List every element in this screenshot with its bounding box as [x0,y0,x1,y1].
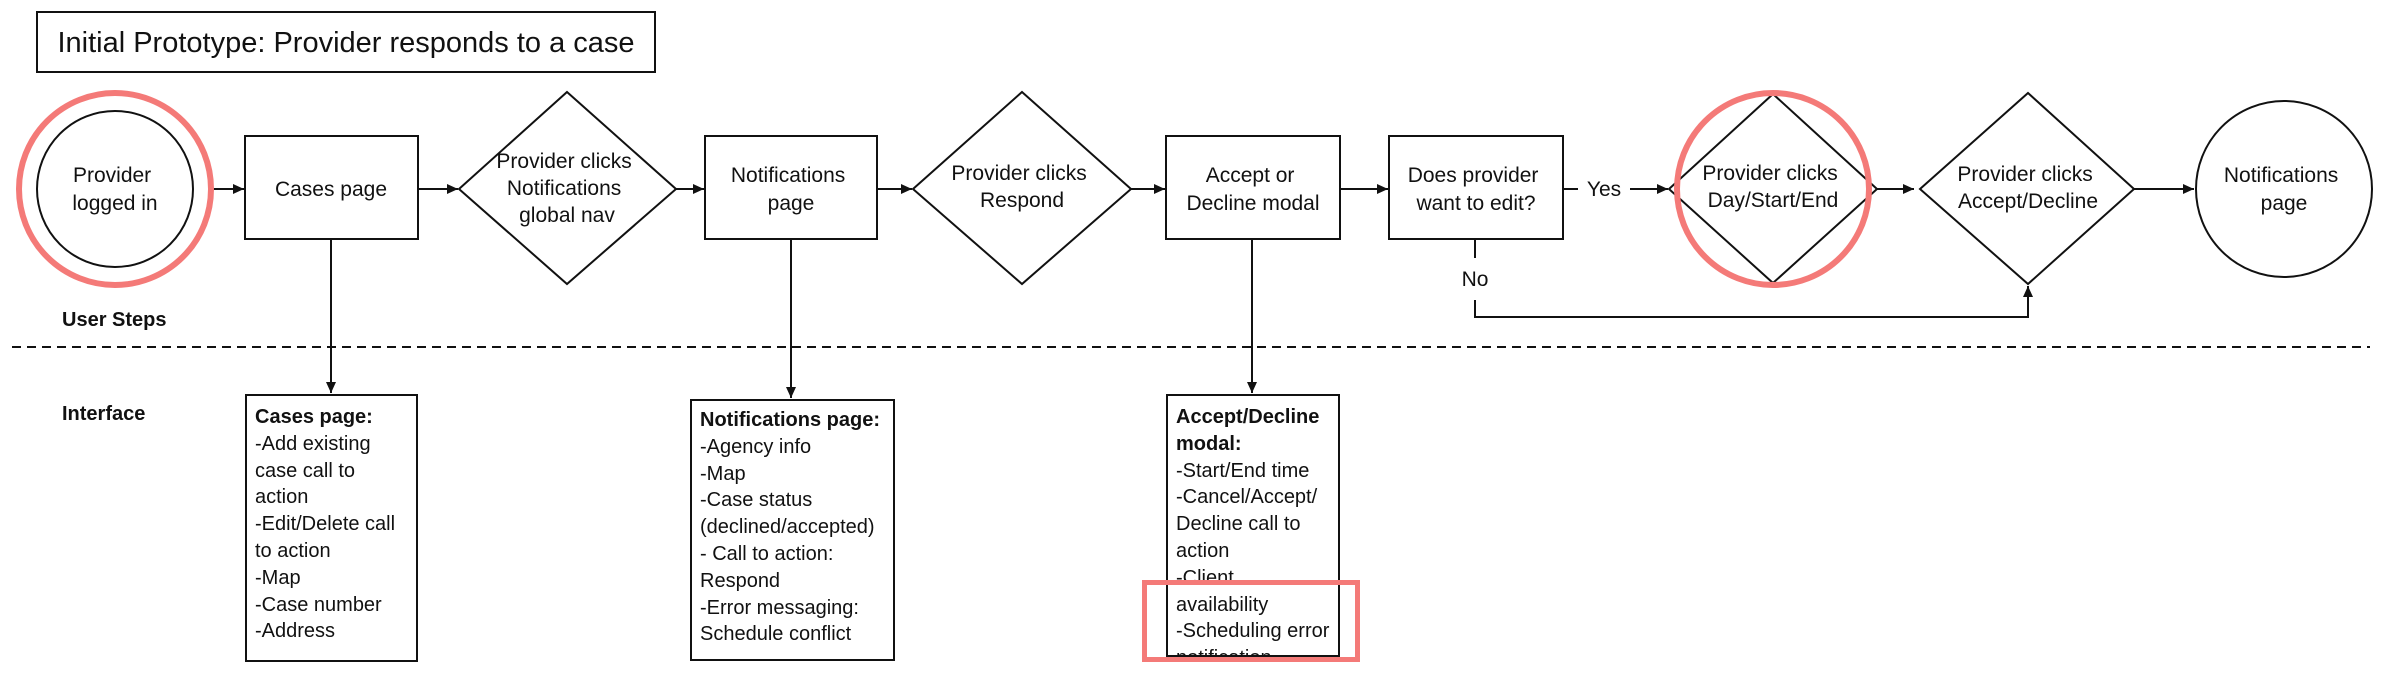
node-want-to-edit [1388,135,1564,240]
interface-cases-line: -Case number [255,593,382,616]
highlight-scheduling-error [1142,580,1360,662]
interface-notifications-line: -Case status [700,489,813,512]
node-notifications-page-label: Notifications page [731,164,851,215]
edge-label-yes: Yes [1587,178,1621,201]
edge-want-edit-no-b [1474,286,2033,318]
node-cases-page-label: Cases page [275,178,387,201]
lane-label-interface: Interface [62,403,145,425]
interface-box-cases: Cases page: -Add existing case call to a… [245,394,418,662]
highlight-ring-logged-in [16,90,214,288]
interface-notifications-line: Respond [700,569,781,592]
interface-accept-decline-line: -Scheduling error [1176,620,1330,643]
title-box [36,11,656,73]
node-clicks-respond-label: Provider clicks Respond [951,162,1092,212]
edge-label-no: No [1462,268,1489,291]
interface-cases-line: -Add existing [255,432,371,455]
interface-cases-line: case call to [255,459,356,482]
node-accept-decline-modal-label: Accept or Decline modal [1186,164,1319,215]
node-cases-page [244,135,419,240]
interface-accept-decline-line: -Cancel/Accept/ [1176,486,1318,509]
highlight-ring-day-start-end [1674,90,1872,288]
node-clicks-notifications-label: Provider clicks Notifications global nav [496,150,637,227]
node-notifications-page [704,135,878,240]
interface-notifications-line: -Map [700,462,746,485]
node-notifications-page-end-label: Notifications page [2224,164,2344,215]
diagram-title: Initial Prototype: Provider responds to … [57,27,634,59]
node-clicks-day-start-end-label: Provider clicks Day/Start/End [1702,162,1843,212]
interface-cases-heading: Cases page: [255,406,373,428]
node-clicks-respond [911,90,1133,286]
node-clicks-accept-decline-label: Provider clicks Accept/Decline [1957,163,2098,213]
interface-notifications-line: -Error messaging: [700,596,859,619]
interface-cases-line: to action [255,539,331,562]
interface-cases-line: -Address [255,620,336,643]
interface-notifications-line: (declined/accepted) [700,516,875,539]
node-provider-logged-in [36,110,194,268]
node-provider-logged-in-label: Provider logged in [72,164,157,215]
interface-notifications-line: -Agency info [700,435,812,458]
lane-label-user-steps: User Steps [62,309,167,331]
node-notifications-page-end [2195,100,2373,278]
node-accept-decline-modal [1165,135,1341,240]
interface-accept-decline-line: notification [1176,645,1330,655]
interface-cases-line: -Map [255,566,301,589]
interface-cases-line: action [255,486,309,509]
interface-accept-decline-line: Decline call to [1176,513,1301,536]
interface-accept-decline-heading: Accept/Decline [1176,406,1320,428]
interface-box-notifications: Notifications page: -Agency info -Map -C… [690,399,895,661]
node-want-to-edit-label: Does provider want to edit? [1408,164,1545,215]
interface-notifications-heading: Notifications page: [700,409,881,431]
node-clicks-accept-decline [1918,91,2136,286]
interface-box-accept-decline: Accept/Decline modal: -Start/End time -C… [1166,394,1340,657]
interface-cases-line: -Edit/Delete call [255,513,396,536]
interface-accept-decline-heading: modal: [1176,432,1242,455]
interface-accept-decline-line: -Start/End time [1176,459,1310,482]
node-clicks-notifications [457,90,678,286]
interface-notifications-line: Schedule conflict [700,623,852,646]
interface-notifications-line: - Call to action: [700,542,834,565]
interface-accept-decline-line: action [1176,539,1230,562]
